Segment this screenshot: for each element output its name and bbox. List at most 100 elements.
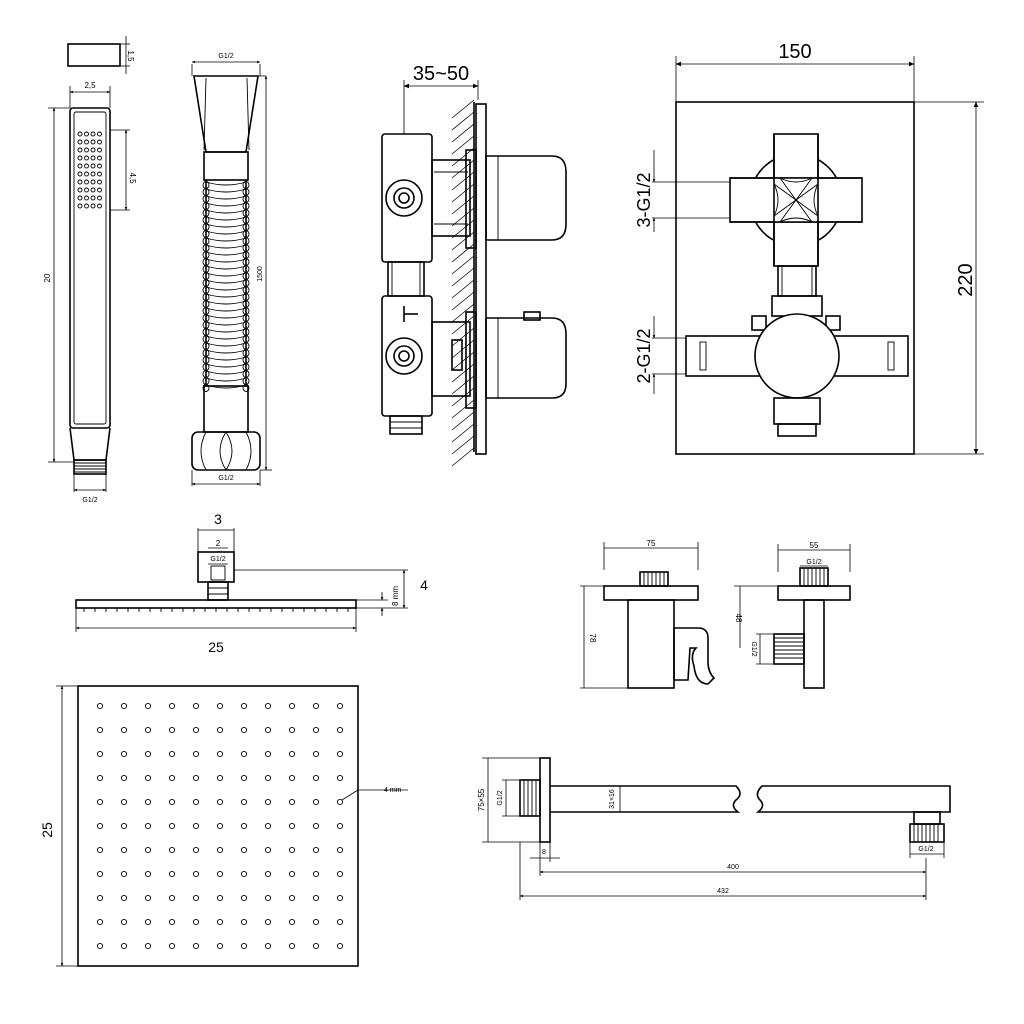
head-nozzle-dot xyxy=(240,726,248,734)
nozzle-dot xyxy=(97,195,102,201)
head-nozzle-dot xyxy=(264,774,272,782)
hose-coil xyxy=(205,188,247,193)
nozzle-size-label: 4 mm xyxy=(384,787,402,794)
head-nozzle-dot xyxy=(288,846,296,854)
head-nozzle-dot xyxy=(96,942,104,950)
head-nozzle-dot xyxy=(312,942,320,950)
hose-coil xyxy=(205,300,247,305)
head-nozzle-dot xyxy=(216,918,224,926)
nozzle-dot xyxy=(84,187,89,193)
hose-coil xyxy=(205,321,247,326)
head-nozzle-dot xyxy=(288,774,296,782)
head-nozzle-dot xyxy=(240,942,248,950)
arm-total-length-label: 432 xyxy=(717,888,729,895)
hose-coil xyxy=(205,286,247,291)
nozzle-dot xyxy=(90,163,96,169)
hatch-line xyxy=(451,123,475,143)
arm-end-thread-label: G1/2 xyxy=(918,846,933,853)
head-nozzle-dot xyxy=(240,894,248,902)
head-nozzle-dot xyxy=(144,702,152,710)
head-nozzle-dot xyxy=(216,846,224,854)
head-nozzle-dot xyxy=(192,798,200,806)
head-nozzle-dot xyxy=(336,846,344,854)
head-nozzle-dot xyxy=(336,942,344,950)
head-shower-profile-view: 3 2 G1/2 4 8 mm 25 xyxy=(75,511,428,655)
head-width-label: 25 xyxy=(208,639,224,655)
tube-size-label: 31×16 xyxy=(609,789,616,809)
head-nozzle-dot xyxy=(120,942,128,950)
head-nozzle-dot xyxy=(192,774,200,782)
hose-coil xyxy=(205,181,247,186)
nozzle-dot xyxy=(97,147,102,153)
head-nozzle-dot xyxy=(168,870,176,878)
head-nozzle-dot xyxy=(264,702,272,710)
elbow-width-label: 55 xyxy=(810,541,819,550)
nozzle-dot xyxy=(90,203,96,209)
valve-depth-label: 35~50 xyxy=(413,63,469,85)
head-nozzle-dot xyxy=(96,750,104,758)
hatch-line xyxy=(451,99,475,119)
hatch-line xyxy=(451,399,475,419)
connector-width-label: 2 xyxy=(216,539,221,548)
head-nozzle-dot xyxy=(216,774,224,782)
nozzle-dot xyxy=(84,163,89,169)
head-nozzle-dot xyxy=(144,774,152,782)
inlet-width-label: 3 xyxy=(214,511,222,527)
nozzle-dot xyxy=(97,179,102,185)
nozzle-dot xyxy=(84,179,89,185)
head-nozzle-dot xyxy=(96,726,104,734)
head-nozzle-dot xyxy=(312,918,320,926)
nozzle-dot xyxy=(90,187,96,193)
elbow-side-thread-label: G1/2 xyxy=(750,641,757,656)
head-nozzle-dot xyxy=(264,894,272,902)
nozzle-dot xyxy=(97,155,102,161)
head-nozzle-dot xyxy=(336,798,344,806)
hatch-line xyxy=(451,243,475,263)
wall-hatching xyxy=(451,99,475,467)
head-nozzle-dot xyxy=(192,870,200,878)
hose-coil xyxy=(205,216,247,221)
spray-length-label: 4,5 xyxy=(128,172,137,184)
valve-side-view: 35~50 xyxy=(381,63,567,467)
head-nozzle-dot xyxy=(312,726,320,734)
head-nozzle-dot xyxy=(336,750,344,758)
head-nozzle-dot xyxy=(288,918,296,926)
nozzle-dot xyxy=(77,131,83,137)
nozzle-dot xyxy=(97,171,102,177)
holder-width-label: 75 xyxy=(647,539,656,548)
head-nozzle-dot xyxy=(216,798,224,806)
head-shower-top-view: 25 4 mm xyxy=(39,685,408,967)
hose-coil xyxy=(205,356,247,361)
nozzle-dot xyxy=(77,163,83,169)
hatch-line xyxy=(451,435,475,455)
head-nozzle-dot xyxy=(168,846,176,854)
head-nozzle-dot xyxy=(192,822,200,830)
head-nozzle-dot xyxy=(96,894,104,902)
head-nozzle-dot xyxy=(240,822,248,830)
hose-coil xyxy=(205,279,247,284)
nozzle-dot xyxy=(77,171,83,177)
head-nozzle-dot xyxy=(96,846,104,854)
head-nozzle-dot xyxy=(120,750,128,758)
head-nozzle-dot xyxy=(264,870,272,878)
head-nozzle-dot xyxy=(264,846,272,854)
head-nozzle-dot xyxy=(312,846,320,854)
head-nozzle-dot xyxy=(264,918,272,926)
head-nozzle-dot xyxy=(312,774,320,782)
head-nozzle-dot xyxy=(120,846,128,854)
hatch-line xyxy=(451,447,475,467)
head-nozzle-dot xyxy=(240,702,248,710)
head-nozzle-dot xyxy=(144,918,152,926)
nozzle-dot xyxy=(77,155,83,161)
head-nozzle-dot xyxy=(288,702,296,710)
hatch-line xyxy=(451,303,475,323)
head-nozzle-dot xyxy=(240,750,248,758)
head-nozzle-dot xyxy=(336,702,344,710)
nozzle-dot xyxy=(97,163,102,169)
valve-width-label: 150 xyxy=(778,41,811,63)
head-nozzle-dot xyxy=(216,702,224,710)
head-nozzle-dot xyxy=(120,798,128,806)
arm-length-label: 400 xyxy=(727,864,739,871)
head-nozzle-dot xyxy=(120,702,128,710)
hose-coil xyxy=(205,349,247,354)
